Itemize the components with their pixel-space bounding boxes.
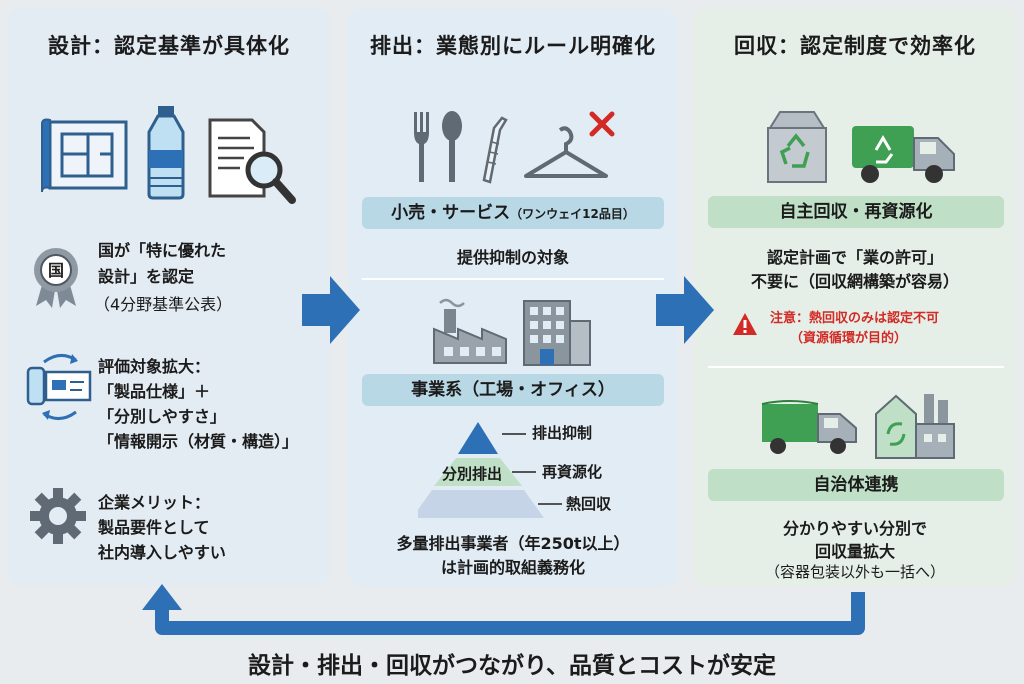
design-title: 設計：認定基準が具体化 xyxy=(48,34,290,58)
large-emitter-line-2: は計画的取組義務化 xyxy=(440,558,585,577)
municipal-desc-3: （容器包装以外も一括へ） xyxy=(764,563,945,581)
arrow-discharge-to-collection xyxy=(656,276,714,344)
discharge-title: 排出：業態別にルール明確化 xyxy=(370,34,656,58)
eval-line-2: 「製品仕様」＋ xyxy=(98,382,211,401)
discharge-panel: 排出：業態別にルール明確化 小売・サービス（ワンウェイ12品目） 提供抑制の対象 xyxy=(348,8,678,586)
cert-line-3: （4分野基準公表） xyxy=(94,295,233,314)
business-label: 事業系（工場・オフィス） xyxy=(411,380,615,400)
pyramid-middle-label: 再資源化 xyxy=(542,463,603,481)
section-divider xyxy=(708,366,1004,368)
merit-line-1: 企業メリット： xyxy=(98,493,211,512)
pyramid-bottom-label: 熱回収 xyxy=(566,495,612,513)
recycling-truck-icon xyxy=(852,126,955,183)
warning-icon xyxy=(733,313,757,335)
footer-summary: 設計・排出・回収がつながり、品質とコストが安定 xyxy=(247,653,777,679)
merit-line-3: 社内導入しやすい xyxy=(98,543,226,562)
warning-line-2: （資源循環が目的） xyxy=(790,331,908,346)
merit-line-2: 製品要件として xyxy=(98,518,210,537)
evaluation-expansion-icon xyxy=(26,354,92,420)
document-magnifier-icon xyxy=(208,118,296,204)
eval-line-1: 評価対象拡大： xyxy=(98,357,211,376)
section-divider xyxy=(362,278,664,280)
collection-panel: 回収：認定制度で効率化 自主回収・再資源化 認定計画で「業の許可」 不要に（回収… xyxy=(694,8,1016,586)
warning-line-1: 注意：熱回収のみは認定不可 xyxy=(770,311,940,326)
large-emitter-line-1: 多量排出事業者（年250t以上） xyxy=(396,534,630,553)
retail-description: 提供抑制の対象 xyxy=(456,248,569,267)
recycling-facility-icon xyxy=(875,394,955,459)
municipal-label: 自治体連携 xyxy=(813,475,899,495)
municipal-bar: 自治体連携 xyxy=(708,469,1004,501)
eval-line-4: 「情報開示（材質・構造）」 xyxy=(98,432,299,451)
retail-bar: 小売・サービス（ワンウェイ12品目） xyxy=(362,197,664,229)
medal-character: 国 xyxy=(48,261,64,280)
design-panel: 設計：認定基準が具体化 国 国が「特に優れた 設計」を認定 （4分野基準公表） xyxy=(8,8,330,586)
one-way-items-icon xyxy=(414,111,615,184)
municipal-desc-1: 分かりやすい分別で xyxy=(782,519,927,538)
gear-icon xyxy=(30,488,86,544)
business-bar: 事業系（工場・オフィス） xyxy=(362,374,664,406)
plastic-bottle-icon xyxy=(147,106,185,200)
cert-line-2: 設計」を認定 xyxy=(98,267,195,286)
self-collection-desc-1: 認定計画で「業の許可」 xyxy=(766,248,943,267)
waste-hierarchy-pyramid xyxy=(418,422,562,518)
cert-line-1: 国が「特に優れた xyxy=(98,241,227,260)
arrow-design-to-discharge xyxy=(302,276,360,344)
self-collection-bar: 自主回収・再資源化 xyxy=(708,196,1004,228)
feedback-loop-arrow xyxy=(142,584,865,635)
blueprint-icon xyxy=(41,118,128,193)
self-collection-label: 自主回収・再資源化 xyxy=(779,202,933,222)
municipal-desc-2: 回収量拡大 xyxy=(814,542,895,561)
factory-office-icon xyxy=(433,298,591,366)
pyramid-middle-tier xyxy=(434,458,522,486)
pyramid-top-label: 排出抑制 xyxy=(532,424,593,442)
retail-label: 小売・サービス xyxy=(391,203,511,223)
recycling-box-icon xyxy=(767,111,827,183)
retail-sublabel: （ワンウェイ12品目） xyxy=(510,207,635,221)
pyramid-top-tier xyxy=(458,422,498,454)
garbage-truck-icon xyxy=(761,400,857,454)
eval-line-3: 「分別しやすさ」 xyxy=(98,407,226,426)
collection-title: 回収：認定制度で効率化 xyxy=(734,34,976,58)
certification-medal-icon: 国 xyxy=(34,248,78,308)
self-collection-desc-2: 不要に（回収網構築が容易） xyxy=(750,272,959,291)
pyramid-bottom-tier xyxy=(418,490,544,518)
pyramid-middle-inner-label: 分別排出 xyxy=(442,465,503,483)
